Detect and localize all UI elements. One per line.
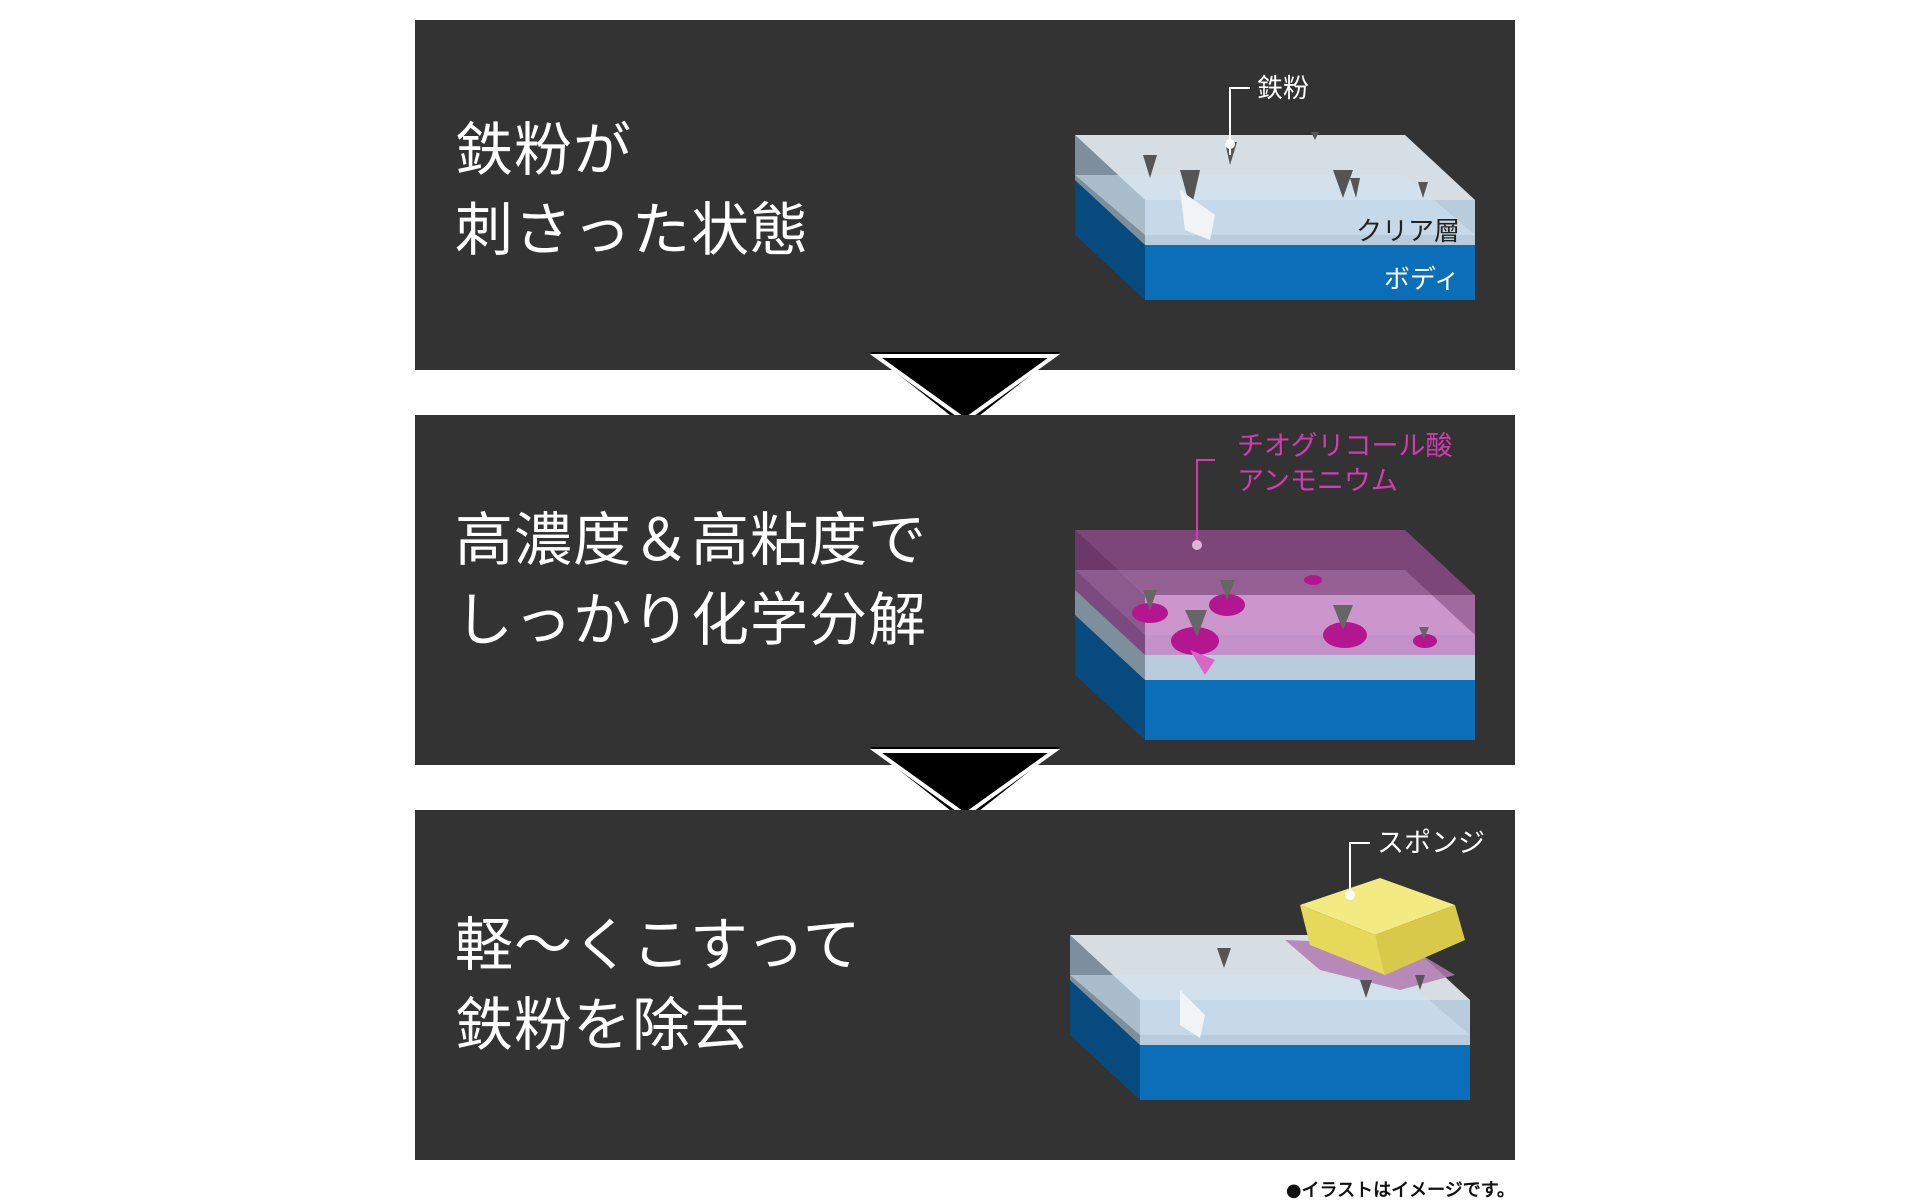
step-3-title: 軽～くこすって 鉄粉を除去: [455, 905, 862, 1065]
body-front: [1145, 245, 1475, 300]
illustration-disclaimer: ●イラストはイメージです。: [1285, 1180, 1515, 1201]
iron-particle: [1415, 975, 1425, 990]
body-front: [1140, 1045, 1470, 1100]
sponge-front: [1375, 905, 1465, 975]
chemical-leader-dot: [1192, 540, 1202, 550]
step-2-title-line2: しっかり化学分解: [455, 586, 928, 654]
iron-shard-white: [1180, 990, 1205, 1038]
chemical-layer-side: [1075, 530, 1145, 655]
iron-particle: [1360, 980, 1372, 998]
step-panel-3: 軽～くこすって 鉄粉を除去 スポンジ: [415, 810, 1515, 1160]
sponge-top: [1300, 878, 1455, 935]
iron-particle: [1333, 605, 1353, 630]
body-side: [1075, 180, 1145, 300]
sponge-removal-illustration: スポンジ: [1070, 828, 1485, 1100]
iron-particle: [1333, 170, 1353, 198]
iron-particle: [1143, 155, 1157, 178]
step-2-title: 高濃度＆高粘度で しっかり化学分解: [455, 500, 927, 660]
chemical-label-line1: チオグリコール酸: [1237, 431, 1452, 462]
iron-leader-line: [1229, 87, 1250, 155]
chemical-label-line2: アンモニウム: [1237, 466, 1398, 497]
clear-layer-label: クリア層: [1356, 217, 1460, 247]
iron-particle: [1350, 178, 1360, 198]
clear-inner-band: [1075, 175, 1475, 235]
body-side: [1070, 980, 1140, 1100]
body-side: [1075, 615, 1145, 740]
iron-particle: [1311, 132, 1319, 140]
clear-inner-band: [1070, 975, 1470, 1035]
body-label: ボディ: [1384, 265, 1460, 295]
iron-particles: [1143, 132, 1428, 210]
iron-particle: [1217, 948, 1231, 968]
sponge-side: [1300, 905, 1385, 975]
iron-particles: [1217, 948, 1425, 998]
iron-particle: [1180, 170, 1200, 210]
step-3-title-line2: 鉄粉を除去: [455, 991, 751, 1059]
iron-particles: [1143, 580, 1429, 639]
sponge-leader-dot: [1345, 890, 1355, 900]
dissolve-spot: [1413, 634, 1437, 648]
iron-label: 鉄粉: [1257, 74, 1309, 104]
iron-particle: [1220, 580, 1235, 600]
dissolve-shard: [1190, 650, 1215, 675]
chemical-layer-top: [1075, 530, 1475, 595]
iron-particle: [1185, 610, 1207, 637]
iron-particle: [1419, 627, 1429, 639]
sponge-label: スポンジ: [1377, 828, 1485, 859]
iron-embedded-illustration: 鉄粉 クリア層 ボディ: [1075, 74, 1475, 300]
step-1-title-line1: 鉄粉が: [455, 116, 633, 184]
dissolve-spot: [1171, 627, 1219, 655]
step-1-title-line2: 刺さった状態: [455, 196, 810, 264]
dissolve-spots: [1132, 575, 1437, 655]
iron-leader-dot: [1225, 139, 1235, 149]
step-panel-2: 高濃度＆高粘度で しっかり化学分解: [415, 415, 1515, 765]
step-panel-1: 鉄粉が 刺さった状態 鉄粉 クリア層 ボディ: [415, 20, 1515, 370]
iron-particle: [1143, 590, 1157, 610]
iron-particle: [1418, 182, 1428, 198]
chemical-dissolve-illustration: チオグリコール酸 アンモニウム: [1075, 431, 1475, 740]
dissolve-spot: [1304, 575, 1322, 585]
dissolve-spot: [1323, 622, 1367, 648]
down-arrow-2: [870, 747, 1060, 822]
dissolve-spot: [1209, 594, 1245, 616]
dissolve-spot: [1132, 603, 1168, 623]
step-2-title-line1: 高濃度＆高粘度で: [455, 506, 928, 574]
step-1-title: 鉄粉が 刺さった状態: [455, 110, 809, 270]
step-3-title-line1: 軽～くこすって: [455, 911, 862, 979]
body-front: [1145, 680, 1475, 740]
down-arrow-1: [870, 352, 1060, 427]
sponge-leader-line: [1349, 842, 1370, 895]
chemical-leader-line: [1196, 459, 1215, 545]
iron-shard-white: [1180, 190, 1215, 240]
